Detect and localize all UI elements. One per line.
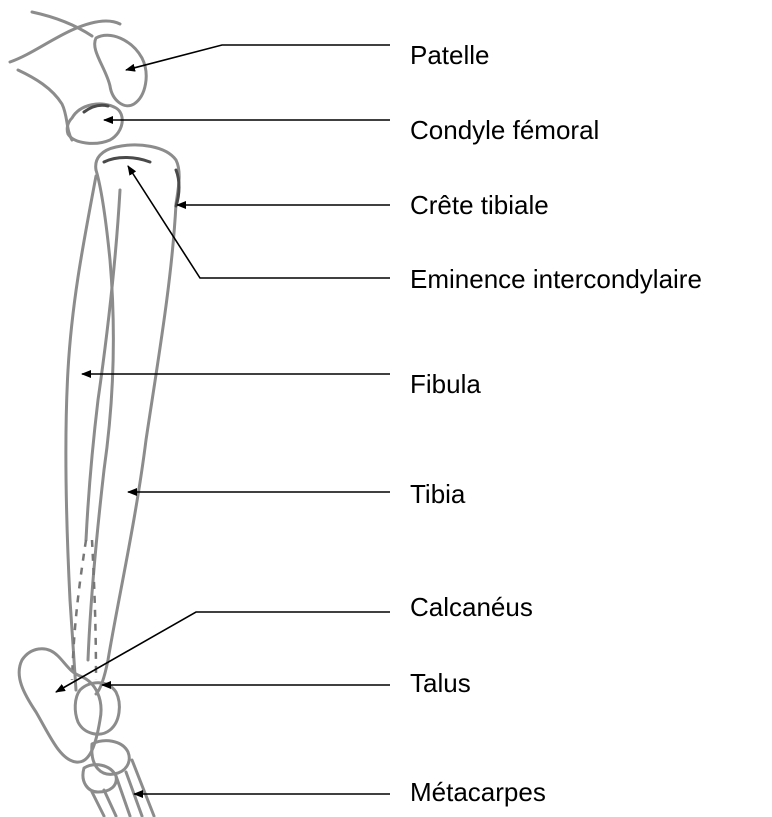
femoral-condyle-shape bbox=[67, 104, 122, 143]
fibula-shape bbox=[66, 176, 120, 690]
label-condyle-femoral: Condyle fémoral bbox=[410, 115, 599, 145]
label-calcaneus: Calcanéus bbox=[410, 592, 533, 622]
labels: Patelle Condyle fémoral Crête tibiale Em… bbox=[410, 40, 702, 807]
label-eminence-intercondylaire: Eminence intercondylaire bbox=[410, 264, 702, 294]
eminence-intercondylaire-leader bbox=[128, 166, 390, 278]
patelle-leader bbox=[126, 45, 390, 70]
leader-lines bbox=[56, 45, 390, 794]
label-patelle: Patelle bbox=[410, 40, 490, 70]
label-talus: Talus bbox=[410, 668, 471, 698]
label-crete-tibiale: Crête tibiale bbox=[410, 190, 549, 220]
femur-shape bbox=[10, 12, 120, 140]
calcaneus-shape bbox=[19, 649, 101, 762]
label-tibia: Tibia bbox=[410, 479, 466, 509]
patella-shape bbox=[95, 35, 146, 106]
metacarpals-shape bbox=[83, 741, 154, 816]
tibia-shape bbox=[88, 145, 179, 694]
label-metacarpes: Métacarpes bbox=[410, 777, 546, 807]
calcaneus-leader bbox=[56, 612, 390, 692]
label-fibula: Fibula bbox=[410, 369, 481, 399]
bone-illustration bbox=[10, 12, 179, 816]
